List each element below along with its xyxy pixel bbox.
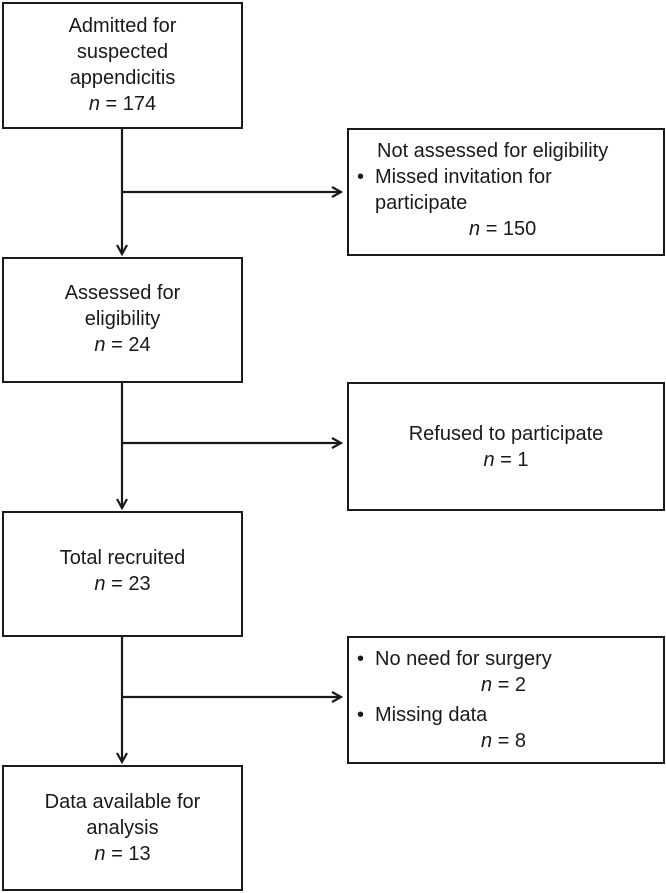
recruited-box: Total recruited n = 23 bbox=[2, 511, 243, 637]
admitted-line-1: Admitted for bbox=[68, 15, 177, 37]
assessed-box: Assessed for eligibility n = 24 bbox=[2, 257, 243, 383]
refused-count: n = 1 bbox=[483, 449, 529, 471]
analysis-line-1: Data available for bbox=[44, 791, 201, 813]
not-assessed-title: Not assessed for eligibility bbox=[377, 140, 609, 162]
bullet-icon: • bbox=[357, 166, 365, 188]
recruited-count: n = 23 bbox=[94, 573, 151, 595]
not-assessed-count: n = 150 bbox=[469, 218, 537, 240]
bullet-icon: • bbox=[357, 704, 365, 726]
refused-box: Refused to participate n = 1 bbox=[347, 382, 665, 511]
not-assessed-reason-line-2: participate bbox=[375, 192, 468, 214]
admitted-box: Admitted for suspected appendicitis n = … bbox=[2, 2, 243, 129]
bullet-icon: • bbox=[357, 648, 365, 670]
excluded-reason-2-count: n = 8 bbox=[481, 730, 527, 752]
excluded-reason-1: No need for surgery bbox=[375, 648, 552, 670]
assessed-line-1: Assessed for bbox=[64, 282, 181, 304]
admitted-line-2: suspected bbox=[76, 41, 169, 63]
recruited-title: Total recruited bbox=[59, 547, 186, 569]
admitted-line-3: appendicitis bbox=[69, 67, 176, 89]
excluded-reason-1-count: n = 2 bbox=[481, 674, 527, 696]
not-assessed-reason-line-1: Missed invitation for bbox=[375, 166, 552, 188]
admitted-count: n = 174 bbox=[88, 93, 157, 115]
excluded-reason-2: Missing data bbox=[375, 704, 488, 726]
refused-title: Refused to participate bbox=[408, 423, 604, 445]
not-assessed-box: Not assessed for eligibility • Missed in… bbox=[347, 128, 665, 256]
analysis-count: n = 13 bbox=[94, 843, 151, 865]
excluded-box: • No need for surgery n = 2 • Missing da… bbox=[347, 636, 665, 764]
analysis-box: Data available for analysis n = 13 bbox=[2, 765, 243, 891]
assessed-line-2: eligibility bbox=[84, 308, 161, 330]
assessed-count: n = 24 bbox=[94, 334, 151, 356]
analysis-line-2: analysis bbox=[86, 817, 159, 839]
